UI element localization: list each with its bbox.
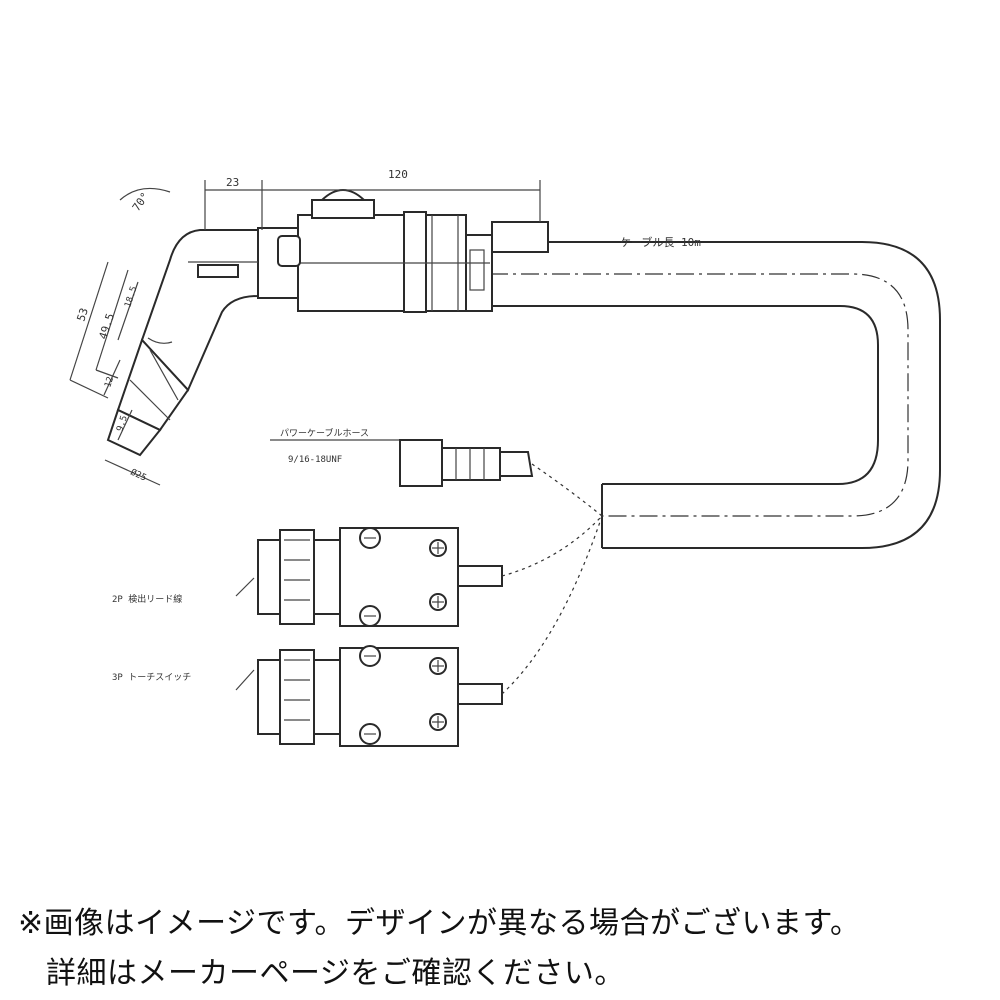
power-cable-hose-label: パワーケーブルホース bbox=[280, 427, 369, 439]
dim-d5: 9.5 bbox=[115, 414, 130, 433]
power-cable-fitting bbox=[270, 439, 603, 517]
detect-lead-label: 2P 検出リード線 bbox=[112, 593, 182, 605]
dim-offset: 23 bbox=[226, 176, 239, 189]
thread-spec-label: 9/16-18UNF bbox=[288, 455, 342, 465]
connector-2p bbox=[235, 515, 603, 627]
dim-d4: 12 bbox=[103, 376, 116, 389]
dim-d1: 53 bbox=[74, 306, 90, 323]
dim-d2: 49.5 bbox=[96, 312, 117, 341]
dim-d3: 18.5 bbox=[123, 285, 139, 309]
disclaimer-note: ※画像はイメージです。デザインが異なる場合がございます。 bbox=[18, 906, 861, 941]
torch-technical-drawing: 70° 23 120 53 49.5 18.5 12 9.5 Ø25 ケーブル長… bbox=[69, 168, 941, 747]
dim-d6: Ø25 bbox=[129, 467, 148, 484]
torch-handle bbox=[257, 189, 549, 313]
dim-angle: 70° bbox=[130, 190, 152, 214]
torch-neck bbox=[106, 229, 259, 457]
dim-length: 120 bbox=[388, 168, 408, 181]
cable-length-label: ケーブル長 10m bbox=[620, 235, 701, 249]
connector-3p bbox=[235, 515, 603, 747]
manufacturer-note: 詳細はメーカーページをご確認ください。 bbox=[46, 956, 625, 991]
dimension-lines bbox=[69, 180, 541, 486]
torch-switch-label: 3P トーチスイッチ bbox=[112, 672, 191, 683]
cable-loop bbox=[490, 241, 941, 549]
